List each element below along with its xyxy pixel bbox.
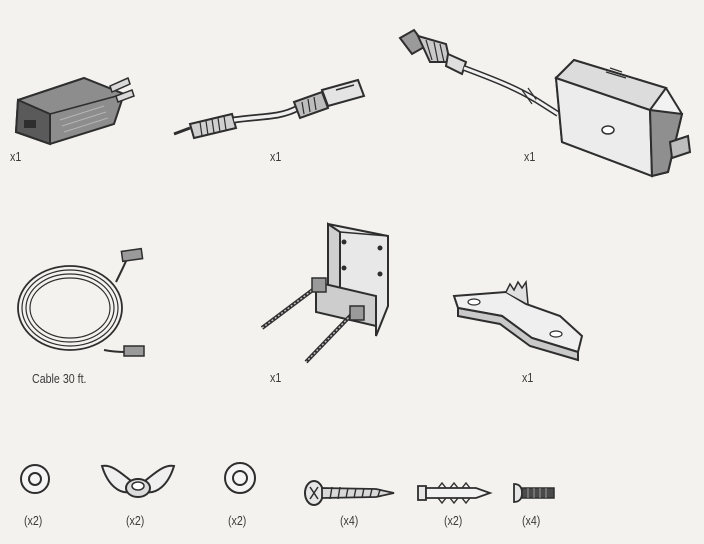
- ac-adapter-icon: [14, 76, 135, 146]
- machine-screw-qty: (x4): [522, 513, 541, 528]
- wood-screw-icon: [304, 480, 395, 506]
- mast-clamp-qty: x1: [522, 370, 534, 385]
- flat-washer-qty: (x2): [228, 513, 247, 528]
- usb-cable-icon: [173, 78, 366, 140]
- power-inserter-icon: [398, 28, 692, 178]
- wing-nut-icon: [100, 464, 176, 498]
- mounting-bracket-icon: [260, 222, 389, 364]
- mounting-bracket-qty: x1: [270, 370, 282, 385]
- flat-washer-icon: [224, 462, 256, 494]
- wall-anchor-qty: (x2): [444, 513, 463, 528]
- mast-clamp-icon: [452, 279, 584, 362]
- small-washer-icon: [20, 464, 50, 494]
- coax-cable-icon: [17, 247, 145, 357]
- wing-nut-qty: (x2): [126, 513, 145, 528]
- power-inserter-qty: x1: [524, 149, 536, 164]
- wall-anchor-icon: [417, 481, 493, 505]
- machine-screw-icon: [513, 483, 555, 503]
- wood-screw-qty: (x4): [340, 513, 359, 528]
- usb-cable-qty: x1: [270, 149, 282, 164]
- coax-cable-label: Cable 30 ft.: [32, 371, 87, 386]
- ac-adapter-qty: x1: [10, 149, 22, 164]
- small-washer-qty: (x2): [24, 513, 43, 528]
